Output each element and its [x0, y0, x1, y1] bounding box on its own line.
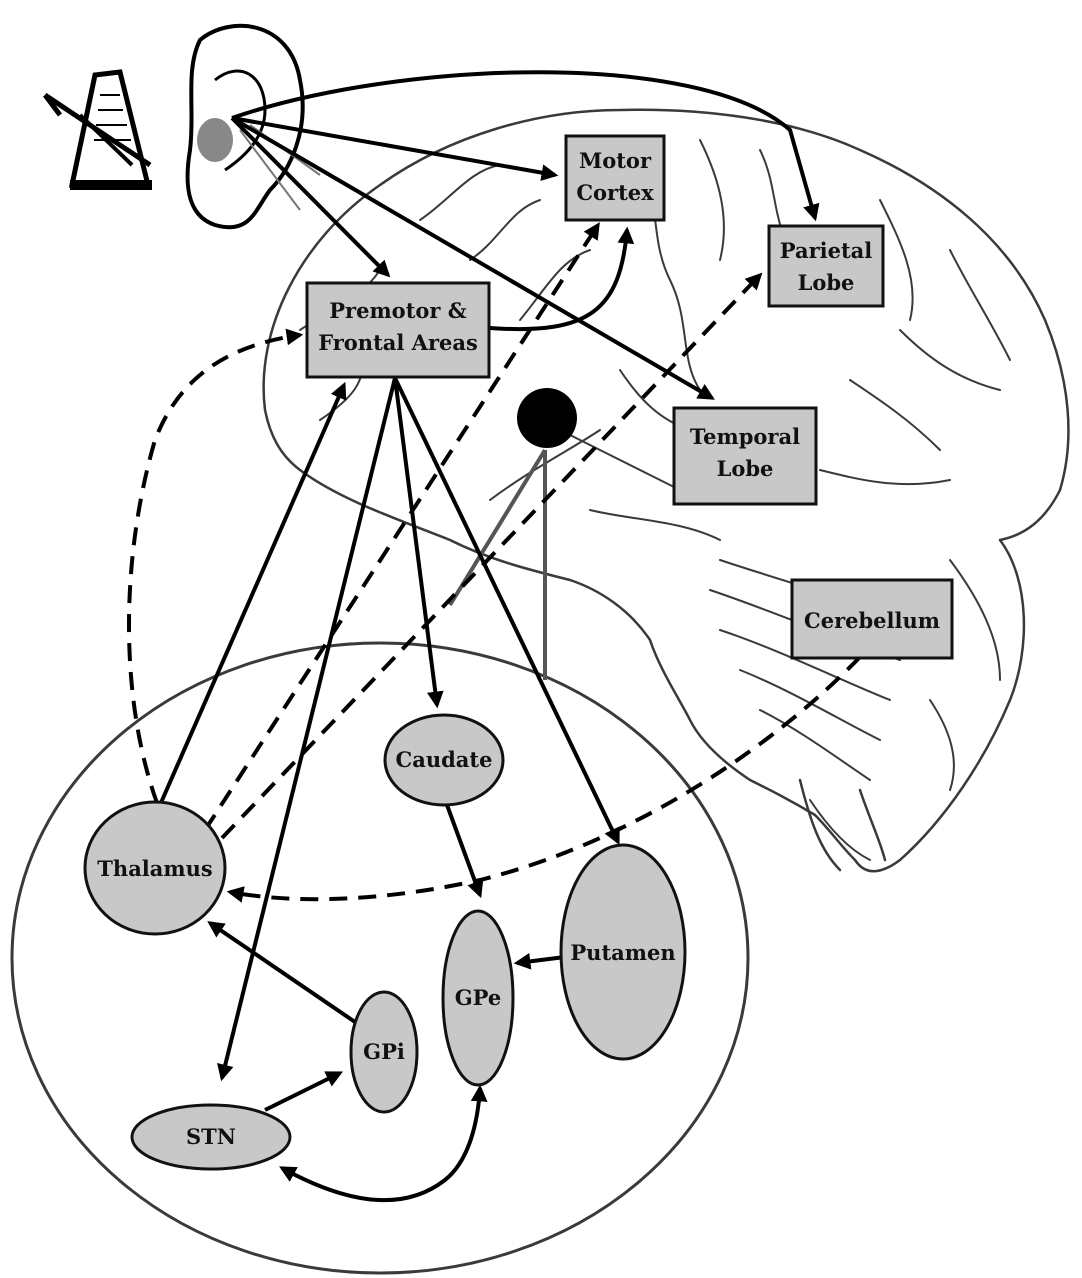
motor-cortex-label-2: Cortex	[576, 180, 654, 205]
premotor-label-2: Frontal Areas	[318, 330, 478, 355]
cerebellum-label: Cerebellum	[804, 608, 940, 633]
auditory-arrows	[230, 70, 820, 400]
stn-node: STN	[130, 1103, 292, 1171]
basal-ganglia-enclosure	[10, 641, 750, 1275]
putamen-label: Putamen	[570, 940, 675, 965]
parietal-lobe-label-1: Parietal	[780, 238, 873, 263]
cortical-arrows	[127, 222, 763, 1082]
putamen-node: Putamen	[559, 843, 687, 1061]
cerebellum-node: Cerebellum	[790, 578, 954, 660]
black-dot-marker	[517, 388, 577, 448]
basal-ganglia-arrows	[207, 655, 862, 1203]
temporal-lobe-label-1: Temporal	[690, 424, 800, 449]
caudate-label: Caudate	[396, 747, 493, 772]
gpi-label: GPi	[363, 1039, 405, 1064]
premotor-frontal-node: Premotor & Frontal Areas	[305, 281, 491, 379]
metronome-icon	[43, 69, 152, 190]
thalamus-node: Thalamus	[83, 800, 227, 936]
premotor-label-1: Premotor &	[329, 298, 467, 323]
brain-illustration	[262, 108, 1070, 873]
black-dot-connectors	[448, 448, 547, 680]
temporal-lobe-node: Temporal Lobe	[672, 406, 818, 506]
stn-label: STN	[186, 1124, 236, 1149]
caudate-node: Caudate	[383, 713, 505, 807]
gpe-label: GPe	[455, 985, 502, 1010]
thalamus-label: Thalamus	[97, 856, 212, 881]
motor-cortex-label-1: Motor	[579, 148, 652, 173]
gpe-node: GPe	[441, 909, 515, 1087]
parietal-lobe-node: Parietal Lobe	[767, 224, 885, 308]
parietal-lobe-label-2: Lobe	[798, 270, 855, 295]
gpi-node: GPi	[349, 990, 419, 1114]
motor-cortex-node: Motor Cortex	[564, 134, 666, 222]
temporal-lobe-label-2: Lobe	[717, 456, 774, 481]
ear-icon	[185, 23, 321, 230]
